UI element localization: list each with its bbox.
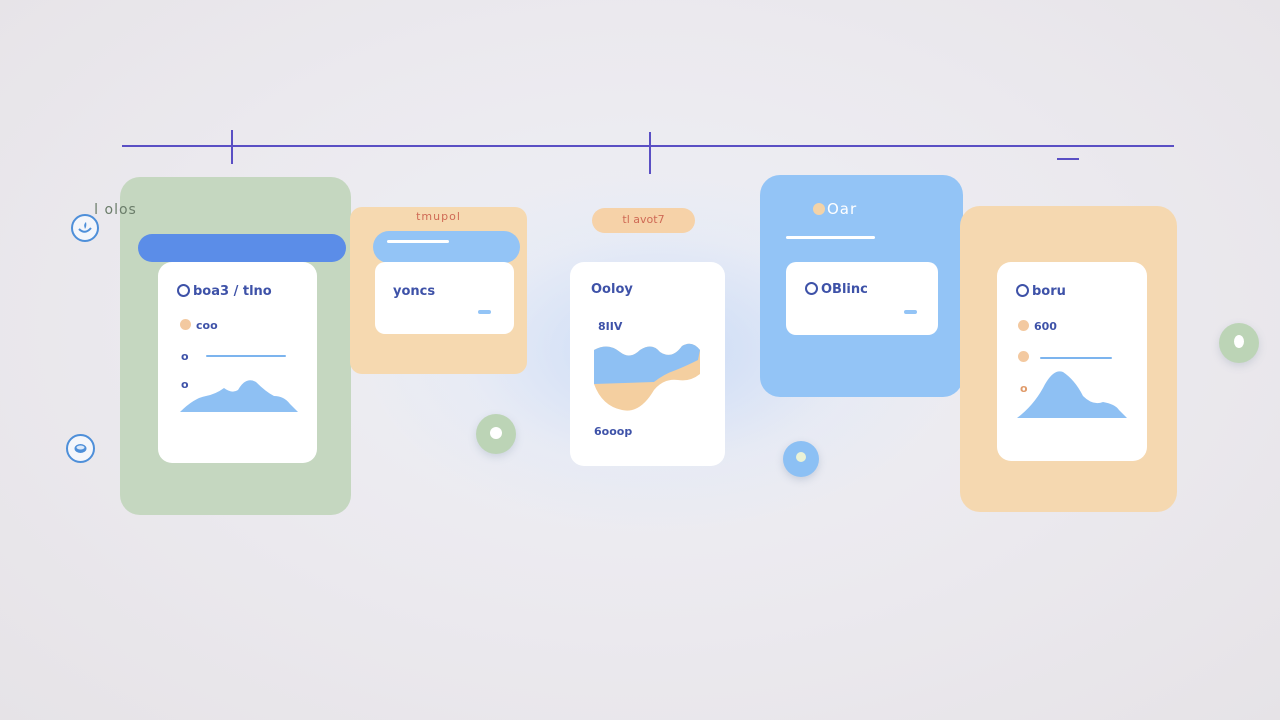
content-card[interactable]: yoncs bbox=[375, 262, 514, 334]
header-line bbox=[786, 236, 875, 239]
area-chart-icon bbox=[1017, 371, 1127, 418]
dot-icon bbox=[813, 203, 825, 215]
timeline-end-marker bbox=[1057, 158, 1079, 160]
green-dot-button-icon[interactable] bbox=[1219, 323, 1259, 363]
card-value: 8IIV bbox=[598, 320, 623, 333]
mini-indicator bbox=[478, 310, 491, 314]
area-chart-icon bbox=[180, 380, 298, 412]
panel-title: l olos bbox=[94, 202, 137, 218]
record-icon[interactable] bbox=[66, 434, 95, 463]
bar-line bbox=[387, 240, 449, 243]
blue-dot-button-icon[interactable] bbox=[783, 441, 819, 477]
card-title: OBlinc bbox=[805, 282, 868, 297]
mini-indicator bbox=[904, 310, 917, 314]
card-footer: 6ooop bbox=[594, 425, 633, 438]
card-title: boru bbox=[1016, 284, 1066, 299]
list-item: 600 bbox=[1018, 320, 1057, 333]
content-card[interactable]: boa3 / tlno coo o o bbox=[158, 262, 317, 463]
timeline-marker[interactable] bbox=[649, 132, 651, 174]
card-title: boa3 / tlno bbox=[177, 284, 272, 299]
panel-title: Oar bbox=[813, 200, 857, 218]
list-item bbox=[1018, 351, 1034, 364]
dot-icon bbox=[180, 319, 191, 330]
wave-chart-icon bbox=[594, 343, 700, 411]
stage-tag[interactable]: tl avot7 bbox=[592, 208, 695, 233]
panel-title: tmupol bbox=[416, 210, 461, 223]
circle-icon bbox=[1016, 284, 1029, 297]
bird-icon[interactable] bbox=[71, 214, 99, 242]
timeline-marker[interactable] bbox=[231, 130, 233, 164]
circle-icon bbox=[177, 284, 190, 297]
circle-icon bbox=[805, 282, 818, 295]
dot-icon bbox=[1018, 351, 1029, 362]
list-item: o bbox=[181, 378, 189, 391]
list-item: coo bbox=[180, 319, 218, 332]
progress-line bbox=[206, 355, 286, 357]
card-title: Ooloy bbox=[591, 282, 633, 297]
primary-bar[interactable] bbox=[373, 231, 520, 263]
dot-icon bbox=[1018, 320, 1029, 331]
content-card[interactable]: OBlinc bbox=[786, 262, 938, 335]
card-title: yoncs bbox=[393, 284, 436, 299]
progress-line bbox=[1040, 357, 1112, 359]
list-item: o bbox=[1020, 382, 1028, 395]
list-item: o bbox=[181, 350, 189, 363]
content-card[interactable]: boru 600 o bbox=[997, 262, 1147, 461]
green-dot-button-icon[interactable] bbox=[476, 414, 516, 454]
primary-bar[interactable] bbox=[138, 234, 346, 262]
content-card[interactable]: Ooloy 8IIV 6ooop bbox=[570, 262, 725, 466]
timeline-axis bbox=[122, 145, 1174, 147]
